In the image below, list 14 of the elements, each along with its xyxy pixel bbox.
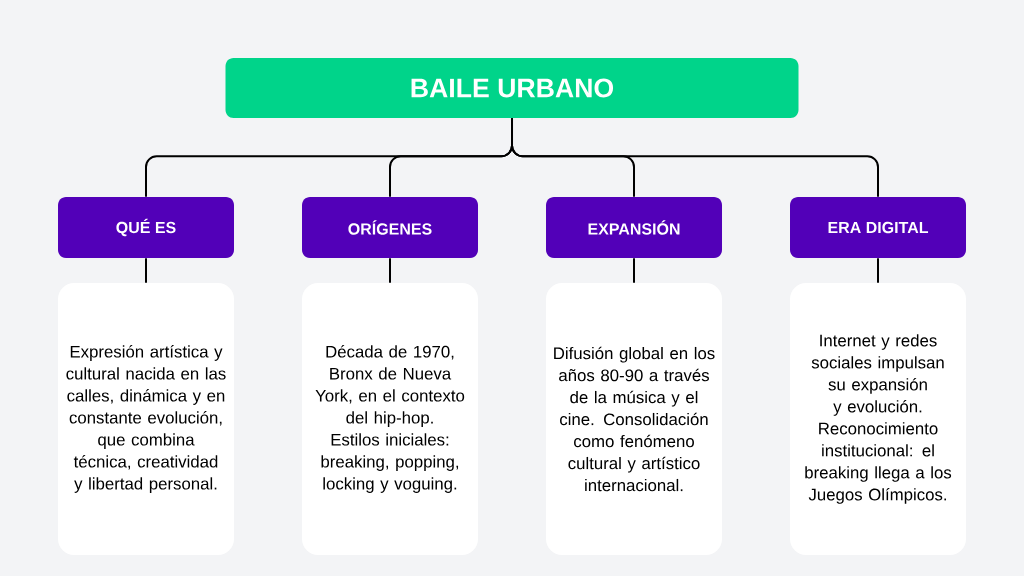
category-box: ERA DIGITAL — [790, 197, 966, 258]
title-box: BAILE URBANO — [225, 58, 799, 118]
category-box: ORÍGENES — [302, 197, 478, 258]
category-box: EXPANSIÓN — [546, 197, 722, 258]
connector-line — [877, 257, 879, 284]
connector-line — [145, 257, 147, 284]
description-card: Internet y redes sociales impulsan su expansión y evolución. Reconocimiento institucional: el breaking llega a los Juegos Olímpicos. — [790, 283, 966, 555]
connector-line — [389, 257, 391, 284]
description-card: Década de 1970, Bronx de Nueva York, en el contexto del hip-hop. Estilos iniciales: breaking, popping, locking y voguing. — [302, 283, 478, 555]
connector-line — [511, 117, 879, 198]
description-card: Expresión artística y cultural nacida en las calles, dinámica y en constante evolución, que combina técnica, creatividad y libertad personal. — [58, 283, 234, 555]
category-box: QUÉ ES — [58, 197, 234, 258]
connector-line — [633, 257, 635, 284]
description-card: Difusión global en los años 80-90 a través de la música y el cine. Consolidación como fenómeno cultural y artístico internacional. — [546, 283, 722, 555]
